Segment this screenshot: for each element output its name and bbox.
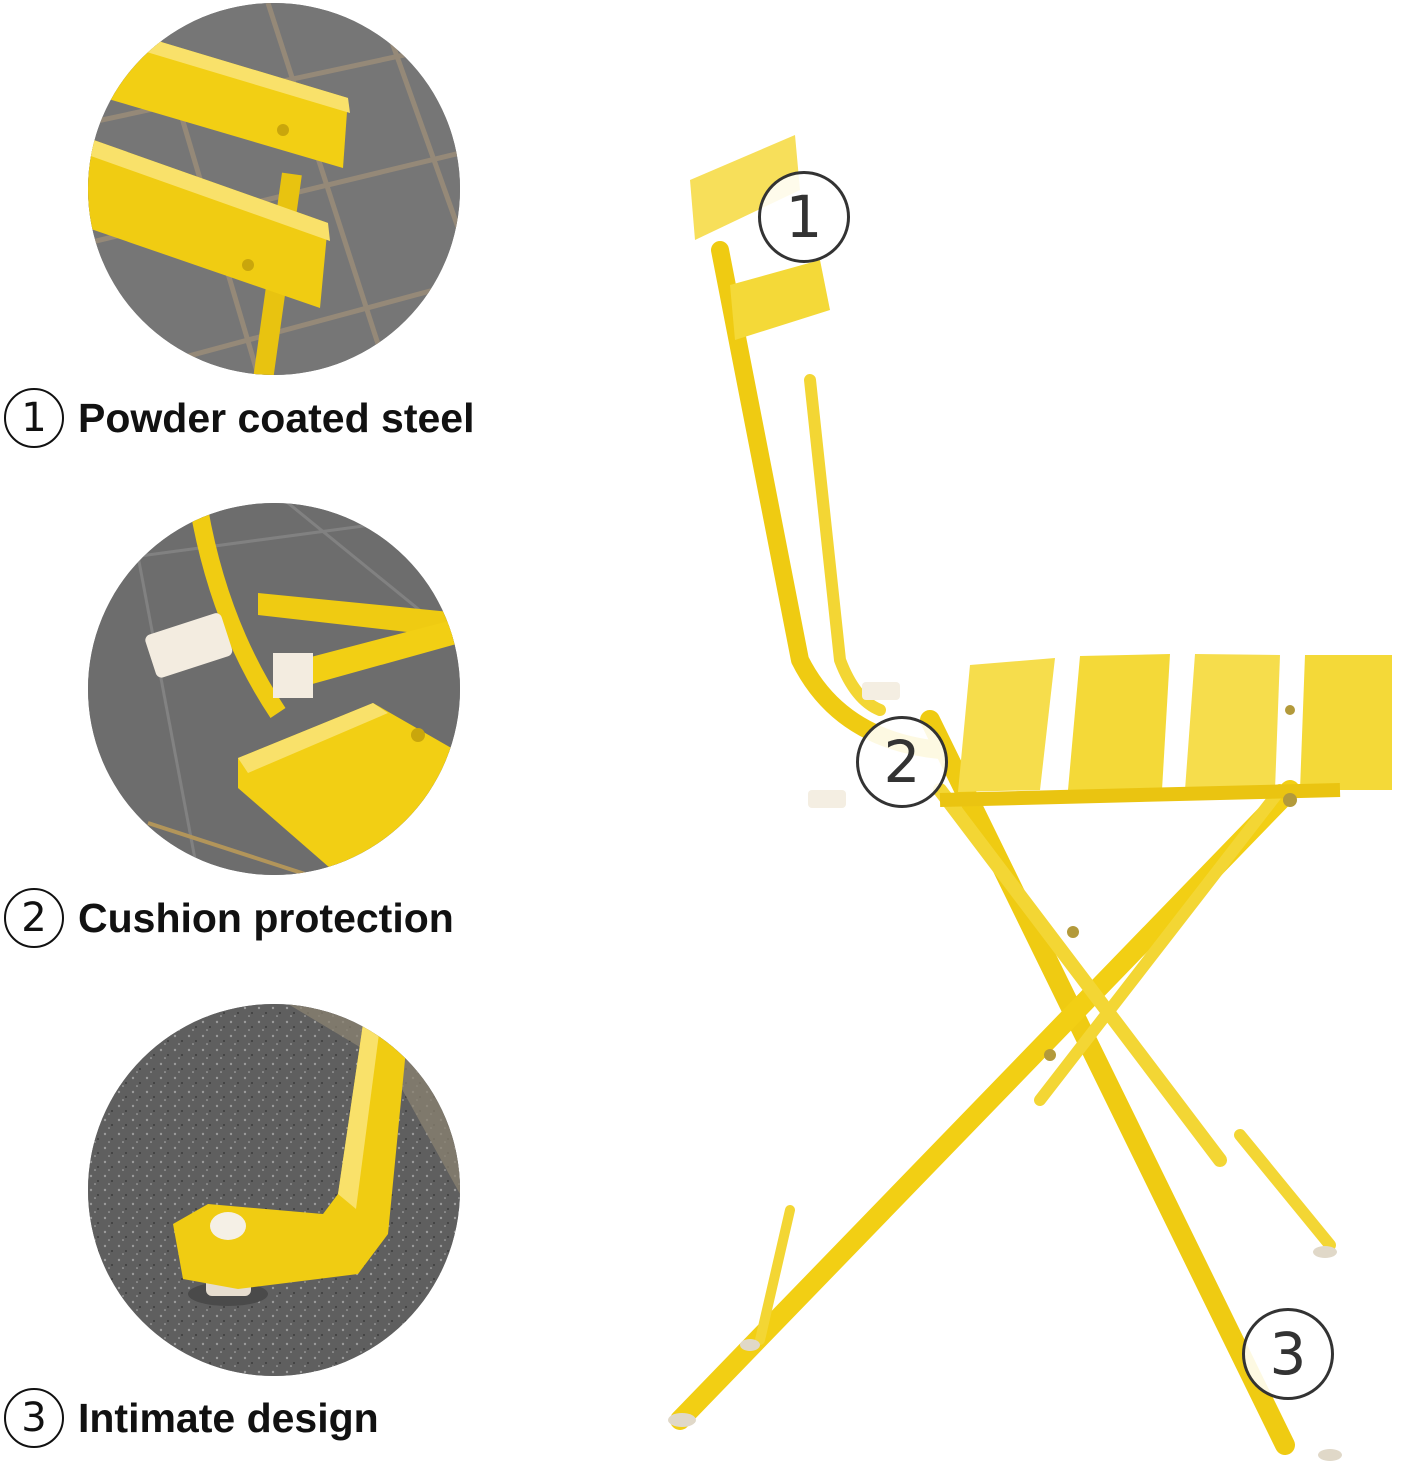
backrest-closeup-illustration bbox=[88, 3, 460, 375]
feature-powder-coated-steel: 1 Powder coated steel bbox=[4, 386, 474, 450]
foot-closeup-illustration bbox=[88, 1004, 460, 1376]
feature-number-badge: 2 bbox=[4, 888, 64, 948]
folding-chair-photo bbox=[640, 100, 1411, 1465]
feature-intimate-design: 3 Intimate design bbox=[4, 1386, 379, 1450]
callout-badge-backrest: 1 bbox=[758, 171, 850, 263]
callout-badge-cushion: 2 bbox=[856, 716, 948, 808]
feature-cushion-protection: 2 Cushion protection bbox=[4, 886, 454, 950]
cushion-closeup-illustration bbox=[88, 503, 460, 875]
detail-photo-cushion bbox=[88, 503, 460, 875]
detail-photo-foot bbox=[88, 1004, 460, 1376]
feature-label: Intimate design bbox=[78, 1394, 379, 1441]
feature-label: Cushion protection bbox=[78, 894, 454, 941]
callout-badge-foot: 3 bbox=[1242, 1308, 1334, 1400]
feature-number-badge: 1 bbox=[4, 388, 64, 448]
detail-photo-backrest bbox=[88, 3, 460, 375]
folding-chair-illustration bbox=[668, 135, 1392, 1461]
feature-number-badge: 3 bbox=[4, 1388, 64, 1448]
feature-label: Powder coated steel bbox=[78, 394, 475, 441]
